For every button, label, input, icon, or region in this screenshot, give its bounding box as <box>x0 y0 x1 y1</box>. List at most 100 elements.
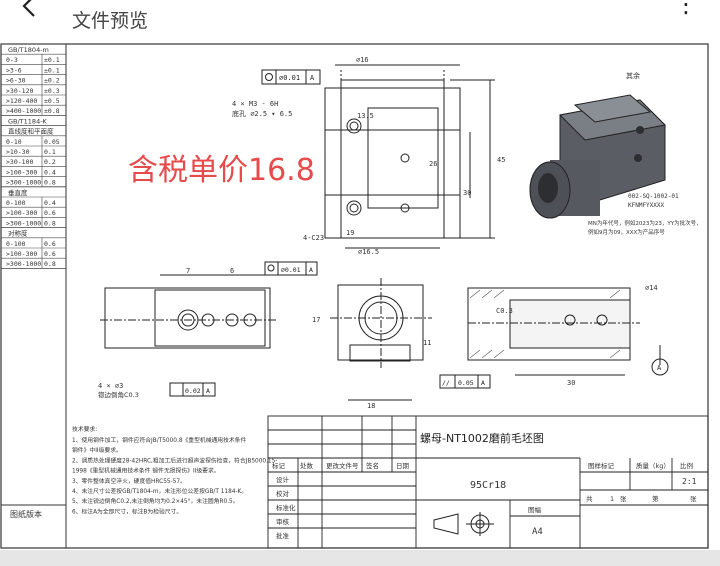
page-title: 文件预览 <box>72 10 149 32</box>
tolerance-value: 0.1 <box>44 148 56 156</box>
top-view <box>100 274 278 349</box>
revision-header: 标记 <box>272 461 286 470</box>
tolerance-range: >30-120 <box>6 87 33 95</box>
tolerance-value: ±0.5 <box>44 97 60 105</box>
flatness-frame: ⌀0.01 A <box>261 69 321 85</box>
tolerance-value: 0.4 <box>44 168 56 176</box>
tolerance-range: >100-300 <box>6 168 37 176</box>
tech-line: 钢件》中II级要求。 <box>72 446 122 454</box>
thread-depth-callout: 底孔 ⌀2.5 ▾ 6.5 <box>232 109 292 118</box>
app-header: 文件预览 ⋮ <box>0 0 720 40</box>
svg-text:A: A <box>206 387 210 395</box>
tolerance-range: >30-100 <box>6 158 33 166</box>
dim-30: 30 <box>463 189 471 197</box>
tech-line: 2、调质热处理硬度28-42HRC,粗加工后进行超声波探伤检查，符合JB5000… <box>72 456 277 464</box>
datum-a: A <box>657 364 662 372</box>
approval-role: 标准化 <box>276 503 296 512</box>
tolerance-section-title: 对称度 <box>8 229 28 238</box>
tech-line: 1、使用钢件加工，钢件应符合JB/T5000.8《重型机械通用技术条件 <box>72 436 246 444</box>
tolerance-value: ±0.2 <box>44 77 60 85</box>
tolerance-value: ±0.1 <box>44 66 60 74</box>
more-icon[interactable]: ⋮ <box>674 0 700 18</box>
projection-symbol <box>433 512 494 536</box>
mass-label: 质量（kg） <box>636 461 670 470</box>
tolerance-value: 0.2 <box>44 158 56 166</box>
dim-30b: 30 <box>567 379 575 387</box>
tech-line: 6、标注A为全部尺寸，标注B为检验尺寸。 <box>72 507 182 515</box>
dim-7: 7 <box>186 267 190 275</box>
tolerance-range: >120-400 <box>6 97 37 105</box>
hole-chamfer-callout: 锪边倒角C0.3 <box>98 390 139 399</box>
dim-11: 11 <box>423 339 431 347</box>
tolerance-range: >300-1000 <box>6 179 41 187</box>
front-view <box>324 64 495 249</box>
tolerance-value: 0.6 <box>44 209 56 217</box>
sheet-count-cell: 共 <box>586 494 593 503</box>
tolerance-section-title: GB/T1804-m <box>8 46 49 54</box>
tech-title: 技术要求: <box>72 425 97 433</box>
tolerance-value: 0.8 <box>44 179 56 187</box>
part-code: 002-SQ-1002-01 <box>628 193 679 200</box>
sheet-count-cell: 张 <box>620 494 627 503</box>
hole-callout: 4 × ⌀3 <box>98 382 123 390</box>
tolerance-value: 0.6 <box>44 250 56 258</box>
isometric-view <box>529 94 667 219</box>
tolerance-range: >6-30 <box>6 77 26 85</box>
revision-header: 处数 <box>300 461 314 470</box>
tolerance-range: >100-300 <box>6 250 37 258</box>
scale-value: 2:1 <box>682 477 697 486</box>
dim-16-5: ⌀16.5 <box>358 248 379 256</box>
svg-text:A: A <box>481 379 485 387</box>
dim-16: ⌀16 <box>356 56 369 64</box>
svg-text:⌀0.01: ⌀0.01 <box>279 74 300 82</box>
dim-14: ⌀14 <box>645 284 658 292</box>
thread-callout: 4 × M3 - 6H <box>232 100 278 108</box>
part-code-2: KFNMFYXXXX <box>628 202 665 209</box>
technical-requirements: 技术要求: 1、使用钢件加工，钢件应符合JB/T5000.8《重型机械通用技术条件… <box>72 425 277 515</box>
part-name: 螺母-NT1002磨前毛坯图 <box>420 431 544 445</box>
approval-role: 校对 <box>276 489 290 498</box>
svg-text://: // <box>442 379 450 387</box>
title-block <box>267 415 709 549</box>
tolerance-range: 0-100 <box>6 240 26 248</box>
svg-text:⌀0.01: ⌀0.01 <box>281 266 301 274</box>
section-view <box>467 287 669 376</box>
approval-role: 设计 <box>276 475 290 484</box>
tolerance-value: 0.6 <box>44 240 56 248</box>
tolerance-range: >300-1000 <box>6 260 41 268</box>
tech-line: 1998《重型机械通用技术条件 锻件无损探伤》II级要求。 <box>72 467 220 475</box>
tolerance-table: GB/T1804-m0-3±0.1>3-6±0.1>6-30±0.2>30-12… <box>1 43 66 269</box>
side-view <box>330 278 432 401</box>
tech-line: 4、未注尺寸公差按GB/T1804-m，未注形位公差按GB/T 1184-K。 <box>72 487 247 495</box>
dim-45: 45 <box>497 156 505 164</box>
tech-line: 5、未注锐边倒角C0.2,未注倒角均为0.2×45°，未注圆角R0.5。 <box>72 497 239 505</box>
sheet-count-cell: 1 <box>610 495 614 503</box>
price-watermark: 含税单价16.8 <box>128 153 315 188</box>
tolerance-value: 0.05 <box>44 138 60 146</box>
svg-text:A: A <box>309 266 313 274</box>
section-hatch <box>469 289 621 359</box>
svg-text:0.02: 0.02 <box>185 387 201 395</box>
bottom-bar <box>0 550 720 566</box>
revision-header: 更改文件号 <box>326 461 359 470</box>
roughness-balance-label: 其余 <box>626 71 640 80</box>
drawing-version-label: 图纸版本 <box>10 509 42 519</box>
material: 95Cr18 <box>470 480 506 491</box>
chamfer-label: 4-C23 <box>303 234 324 242</box>
sheet-count-cell: 第 <box>652 494 659 503</box>
tolerance-range: 0-3 <box>6 56 18 64</box>
chevron-left-icon[interactable] <box>18 0 42 18</box>
tolerance-value: 0.8 <box>44 260 56 268</box>
approval-role: 审核 <box>276 517 290 526</box>
flatness-frame-2: ⌀0.01 A <box>264 261 318 276</box>
svg-text:0.05: 0.05 <box>458 379 474 387</box>
dim-18: 18 <box>367 402 375 410</box>
engineering-drawing: GB/T1804-m0-3±0.1>3-6±0.1>6-30±0.2>30-12… <box>0 43 709 549</box>
tolerance-range: >400-1000 <box>6 107 41 115</box>
revision-header: 日期 <box>396 462 410 470</box>
dim-17: 17 <box>312 316 320 324</box>
section-chamfer: C0.3 <box>496 307 513 315</box>
format-value: A4 <box>532 527 543 537</box>
